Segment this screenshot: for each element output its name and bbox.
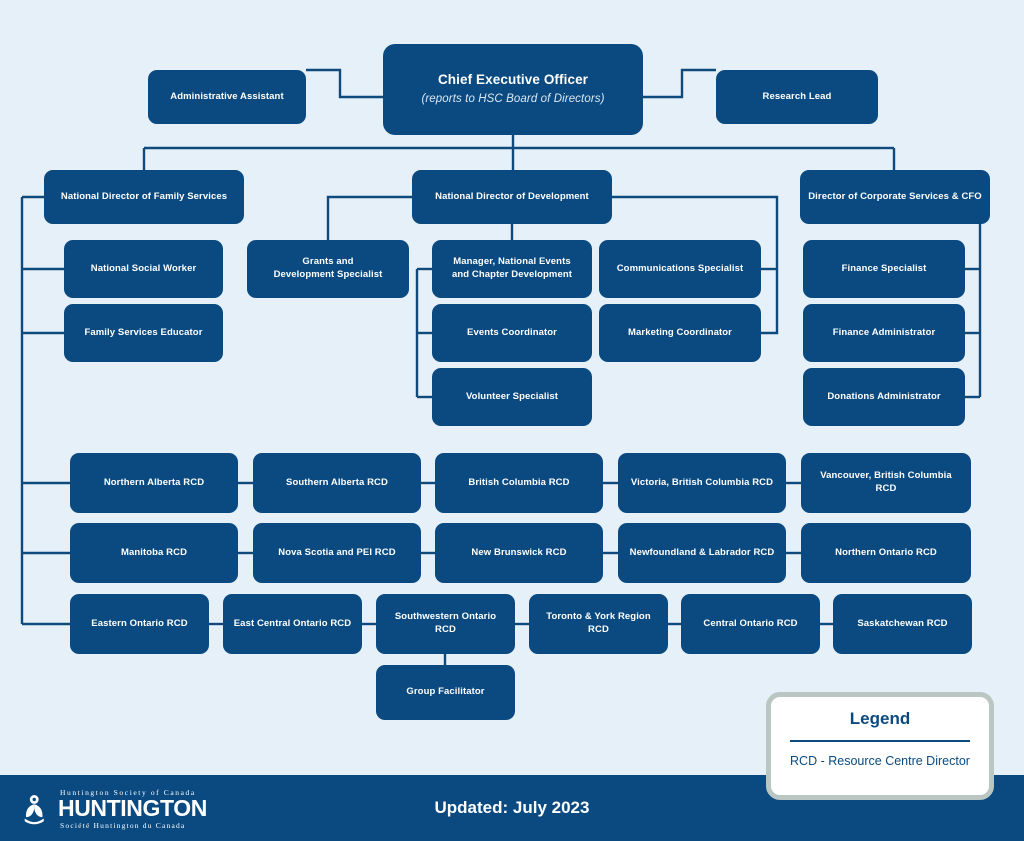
- org-node-label: Marketing Coordinator: [628, 326, 732, 338]
- org-node-manager-national-events[interactable]: Manager, National Events and Chapter Dev…: [432, 240, 592, 298]
- org-node-subtitle: (reports to HSC Board of Directors): [421, 93, 605, 106]
- org-node-label: Donations Administrator: [827, 390, 941, 402]
- org-node-southwestern-ontario-rcd[interactable]: Southwestern Ontario RCD: [376, 594, 515, 654]
- org-node-label: Group Facilitator: [406, 686, 485, 698]
- org-node-group-facilitator[interactable]: Group Facilitator: [376, 665, 515, 720]
- legend-divider: [790, 740, 970, 742]
- org-node-marketing-coordinator[interactable]: Marketing Coordinator: [599, 304, 761, 362]
- org-node-british-columbia-rcd[interactable]: British Columbia RCD: [435, 453, 603, 513]
- org-node-label: New Brunswick RCD: [471, 546, 567, 558]
- org-node-central-ontario-rcd[interactable]: Central Ontario RCD: [681, 594, 820, 654]
- org-node-grants-development-specialist[interactable]: Grants and Development Specialist: [247, 240, 409, 298]
- org-node-nd-family-services[interactable]: National Director of Family Services: [44, 170, 244, 224]
- org-node-vancouver-british-columbia-rcd[interactable]: Vancouver, British Columbia RCD: [801, 453, 971, 513]
- org-node-title: Chief Executive Officer: [437, 72, 589, 88]
- org-node-dir-corporate-services[interactable]: Director of Corporate Services & CFO: [800, 170, 990, 224]
- org-node-label: Administrative Assistant: [170, 90, 284, 102]
- org-node-label: East Central Ontario RCD: [233, 617, 352, 629]
- org-node-label: Newfoundland & Labrador RCD: [629, 546, 775, 558]
- org-node-label: Eastern Ontario RCD: [91, 617, 188, 629]
- org-node-label: Events Coordinator: [467, 326, 557, 338]
- updated-date-label: Updated: July 2023: [434, 798, 590, 817]
- org-node-label: Southwestern Ontario RCD: [394, 611, 497, 635]
- org-node-label: Central Ontario RCD: [703, 617, 798, 629]
- org-node-manitoba-rcd[interactable]: Manitoba RCD: [70, 523, 238, 583]
- org-node-donations-administrator[interactable]: Donations Administrator: [803, 368, 965, 426]
- org-node-label: Director of Corporate Services & CFO: [808, 190, 982, 202]
- org-node-events-coordinator[interactable]: Events Coordinator: [432, 304, 592, 362]
- org-node-label: National Director of Family Services: [60, 190, 228, 202]
- org-node-label: Victoria, British Columbia RCD: [630, 476, 774, 488]
- org-node-label: Nova Scotia and PEI RCD: [278, 546, 396, 558]
- org-node-finance-specialist[interactable]: Finance Specialist: [803, 240, 965, 298]
- org-node-label: Southern Alberta RCD: [286, 476, 388, 488]
- org-node-finance-administrator[interactable]: Finance Administrator: [803, 304, 965, 362]
- org-node-label: Communications Specialist: [616, 262, 744, 274]
- org-node-northern-ontario-rcd[interactable]: Northern Ontario RCD: [801, 523, 971, 583]
- org-node-eastern-ontario-rcd[interactable]: Eastern Ontario RCD: [70, 594, 209, 654]
- org-node-nova-scotia-pei-rcd[interactable]: Nova Scotia and PEI RCD: [253, 523, 421, 583]
- logo-text: Huntington Society of Canada HUNTINGTON …: [58, 787, 207, 830]
- org-node-label: Manitoba RCD: [120, 546, 188, 558]
- org-node-label: National Social Worker: [90, 262, 197, 274]
- legend-entry: RCD - Resource Centre Director: [790, 753, 970, 768]
- org-node-label: Volunteer Specialist: [465, 390, 559, 402]
- org-node-southern-alberta-rcd[interactable]: Southern Alberta RCD: [253, 453, 421, 513]
- org-node-label: Family Services Educator: [84, 326, 203, 338]
- org-node-label: Manager, National Events and Chapter Dev…: [451, 256, 572, 280]
- org-node-newfoundland-labrador-rcd[interactable]: Newfoundland & Labrador RCD: [618, 523, 786, 583]
- org-node-label: Research Lead: [762, 90, 832, 102]
- org-node-toronto-york-region-rcd[interactable]: Toronto & York Region RCD: [529, 594, 668, 654]
- org-node-volunteer-specialist[interactable]: Volunteer Specialist: [432, 368, 592, 426]
- org-node-label: Saskatchewan RCD: [857, 617, 948, 629]
- org-node-label: National Director of Development: [435, 190, 589, 202]
- org-node-nd-development[interactable]: National Director of Development: [412, 170, 612, 224]
- org-node-family-services-educator[interactable]: Family Services Educator: [64, 304, 223, 362]
- logo-tagline-fr: Société Huntington du Canada: [60, 821, 186, 830]
- org-node-label: Finance Specialist: [841, 262, 927, 274]
- logo-wordmark: HUNTINGTON: [58, 795, 207, 821]
- org-node-label: Toronto & York Region RCD: [546, 611, 651, 635]
- org-node-research-lead[interactable]: Research Lead: [716, 70, 878, 124]
- org-node-east-central-ontario-rcd[interactable]: East Central Ontario RCD: [223, 594, 362, 654]
- logo-tagline-en: Huntington Society of Canada: [60, 787, 196, 797]
- legend-card: Legend RCD - Resource Centre Director: [766, 692, 994, 800]
- huntington-logo: Huntington Society of Canada HUNTINGTON …: [22, 786, 207, 832]
- org-node-label: Northern Alberta RCD: [103, 476, 205, 488]
- org-node-admin-assistant[interactable]: Administrative Assistant: [148, 70, 306, 124]
- huntington-logo-icon: [24, 795, 44, 825]
- legend-title: Legend: [849, 709, 911, 728]
- org-node-victoria-british-columbia-rcd[interactable]: Victoria, British Columbia RCD: [618, 453, 786, 513]
- org-node-label: Finance Administrator: [832, 326, 936, 338]
- org-node-communications-specialist[interactable]: Communications Specialist: [599, 240, 761, 298]
- org-node-label: Northern Ontario RCD: [835, 546, 937, 558]
- org-node-label: Vancouver, British Columbia RCD: [820, 470, 952, 494]
- org-node-label: Grants and Development Specialist: [273, 256, 383, 280]
- org-node-label: British Columbia RCD: [468, 476, 570, 488]
- org-node-northern-alberta-rcd[interactable]: Northern Alberta RCD: [70, 453, 238, 513]
- org-node-ceo[interactable]: Chief Executive Officer (reports to HSC B…: [383, 44, 643, 135]
- org-node-national-social-worker[interactable]: National Social Worker: [64, 240, 223, 298]
- org-node-new-brunswick-rcd[interactable]: New Brunswick RCD: [435, 523, 603, 583]
- org-node-saskatchewan-rcd[interactable]: Saskatchewan RCD: [833, 594, 972, 654]
